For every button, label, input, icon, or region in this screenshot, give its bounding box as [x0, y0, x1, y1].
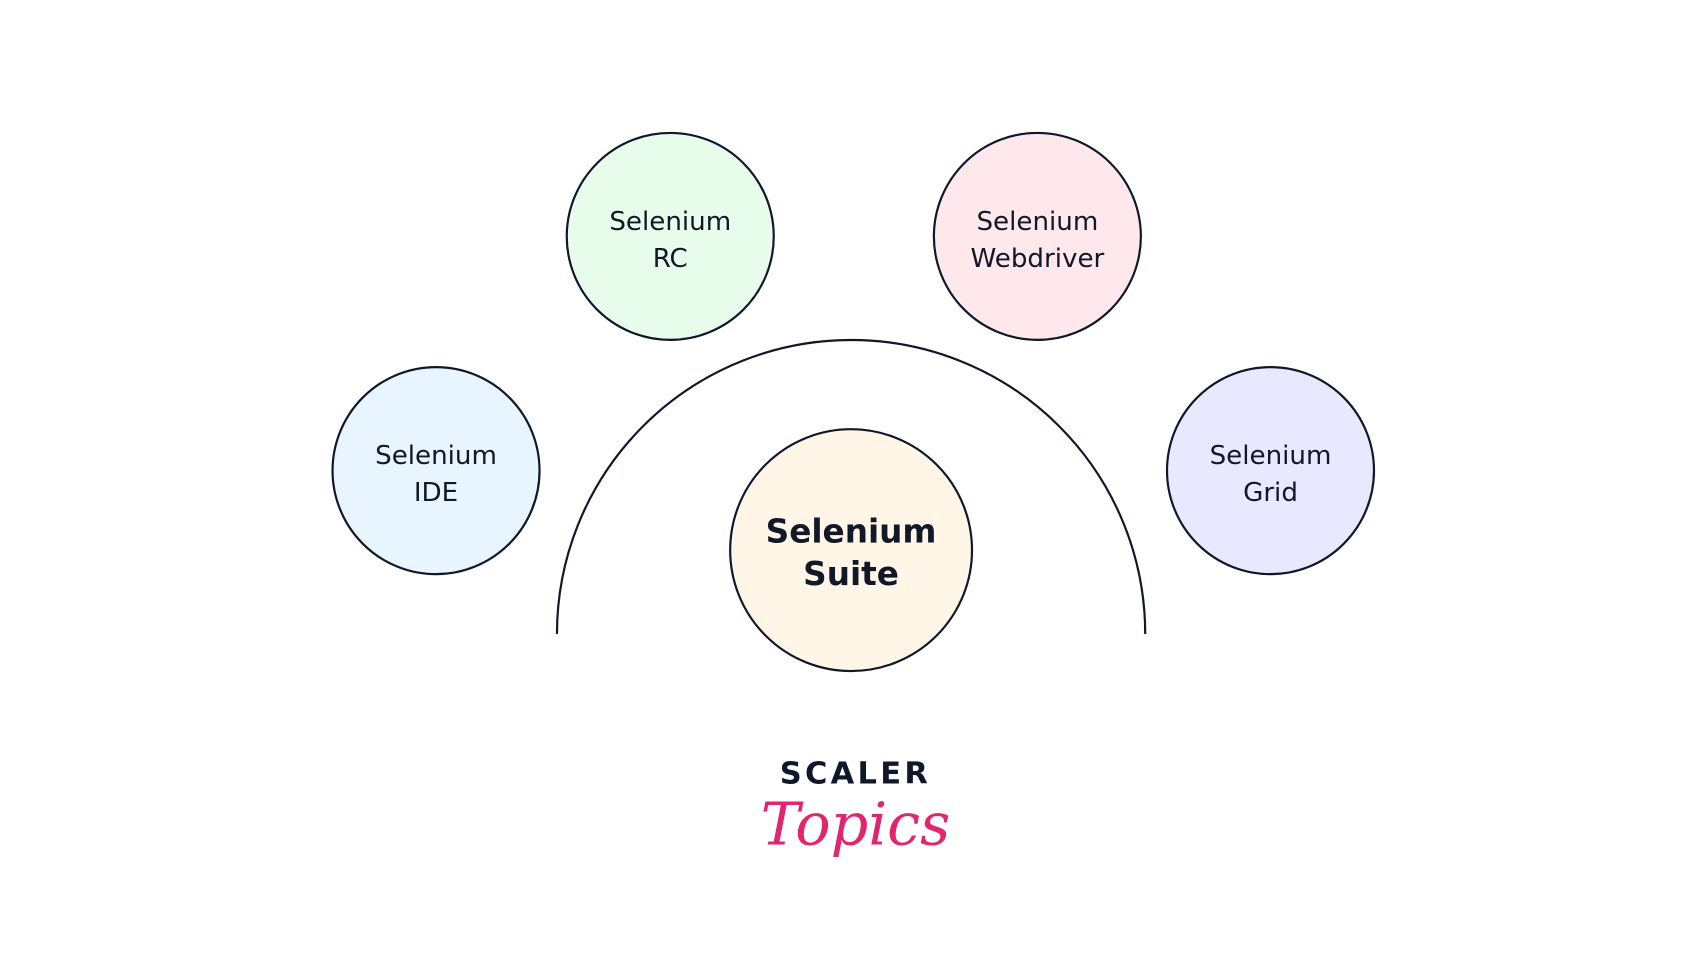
center-label: Suite — [803, 555, 899, 593]
node-label: Selenium — [609, 207, 731, 237]
node-selenium-rc: Selenium RC — [565, 131, 775, 341]
node-label: IDE — [414, 478, 458, 508]
node-selenium-ide: Selenium IDE — [331, 366, 541, 576]
arc — [555, 338, 1147, 635]
center-label: Selenium — [766, 513, 937, 551]
node-selenium-suite: Selenium Suite — [729, 428, 974, 673]
logo-brand: SCALER — [780, 756, 931, 791]
node-selenium-webdriver: Selenium Webdriver — [932, 131, 1142, 341]
node-label: Selenium — [976, 207, 1098, 237]
scaler-topics-logo: SCALER Topics — [761, 756, 951, 858]
node-label: RC — [653, 244, 688, 274]
node-label: Webdriver — [970, 244, 1104, 274]
node-label: Selenium — [1210, 441, 1332, 471]
logo-sub: Topics — [761, 789, 951, 858]
node-label: Selenium — [375, 441, 497, 471]
node-selenium-grid: Selenium Grid — [1165, 366, 1376, 576]
node-label: Grid — [1243, 478, 1298, 508]
